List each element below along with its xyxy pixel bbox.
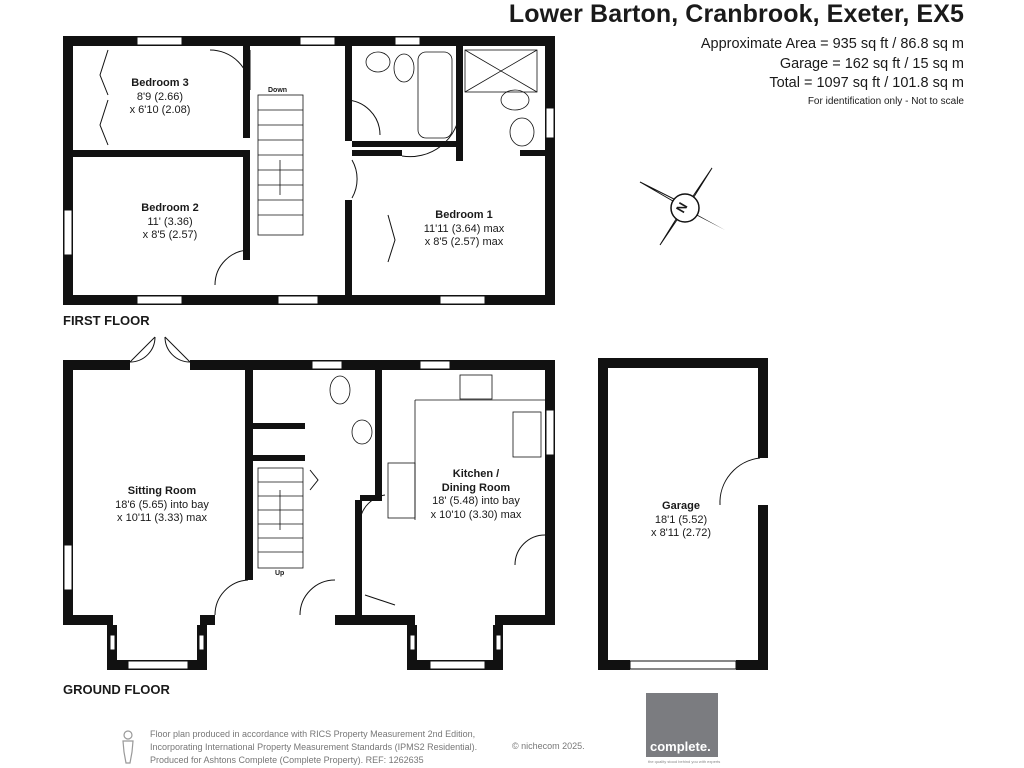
ground-floor-label: GROUND FLOOR [63,682,170,697]
room-name: Sitting Room [127,485,197,497]
identification-note: For identification only - Not to scale [807,96,964,107]
room-dimension: 11'11 (3.64) max [423,222,505,235]
brand-tagline: the quality stood behind you with expert… [648,759,721,764]
room-dimension: x 8'5 (2.57) [142,229,198,241]
room-garage: Garage 18'1 (5.52) x 8'11 (2.72) [651,500,711,541]
room-dimension: 18' (5.48) into bay [432,495,520,507]
garage-area: Garage = 162 sq ft / 15 sq m [779,55,964,72]
stairs-down-label: Down [268,87,288,94]
room-name: Garage [662,500,700,512]
room-dimension: x 10'10 (3.30) max [430,508,522,521]
room-kitchen-dining: Kitchen / Dining Room 18' (5.48) into ba… [431,468,522,522]
room-bedroom-1: Bedroom 1 11'11 (3.64) max x 8'5 (2.57) … [424,209,505,250]
approximate-area: Approximate Area = 935 sq ft / 86.8 sq m [700,36,964,52]
copyright-text: © nichecom 2025. [512,741,585,751]
brand-logo-box [646,693,718,757]
footer-line: Produced for Ashtons Complete (Complete … [150,755,424,765]
footer-line: Floor plan produced in accordance with R… [150,729,476,739]
property-title: Lower Barton, Cranbrook, Exeter, EX5 [508,0,964,28]
room-dimension: x 8'5 (2.57) max [424,236,504,248]
room-name: Kitchen / [452,468,500,480]
compass-rose [639,167,725,246]
room-dimension: 18'1 (5.52) [654,513,708,526]
room-dimension: 11' (3.36) [147,215,193,228]
room-dimension: 8'9 (2.66) [136,90,184,103]
room-dimension: x 10'11 (3.33) max [117,512,207,524]
footer-notice: Floor plan produced in accordance with R… [150,728,477,767]
room-name: Bedroom 2 [141,202,199,214]
first-floor-label: FIRST FLOOR [63,313,150,328]
brand-logo-text: complete. [650,739,711,754]
room-bedroom-2: Bedroom 2 11' (3.36) x 8'5 (2.57) [141,202,198,243]
room-sitting-room: Sitting Room 18'6 (5.65) into bay x 10'1… [115,485,209,526]
footer-line: Incorporating International Property Mea… [150,742,478,752]
total-area: Total = 1097 sq ft / 101.8 sq m [769,75,964,91]
room-dimension: x 8'11 (2.72) [651,527,711,539]
measurement-person-icon [122,730,134,764]
stairs-up-label: Up [275,570,285,577]
area-summary: Approximate Area = 935 sq ft / 86.8 sq m… [701,35,964,94]
room-bedroom-3: Bedroom 3 8'9 (2.66) x 6'10 (2.08) [130,77,191,118]
room-dimension: 18'6 (5.65) into bay [115,498,209,511]
room-dimension: x 6'10 (2.08) [129,104,191,116]
room-name: Bedroom 3 [131,77,189,89]
room-name-line-2: Dining Room [441,481,511,494]
room-name: Bedroom 1 [435,209,493,221]
